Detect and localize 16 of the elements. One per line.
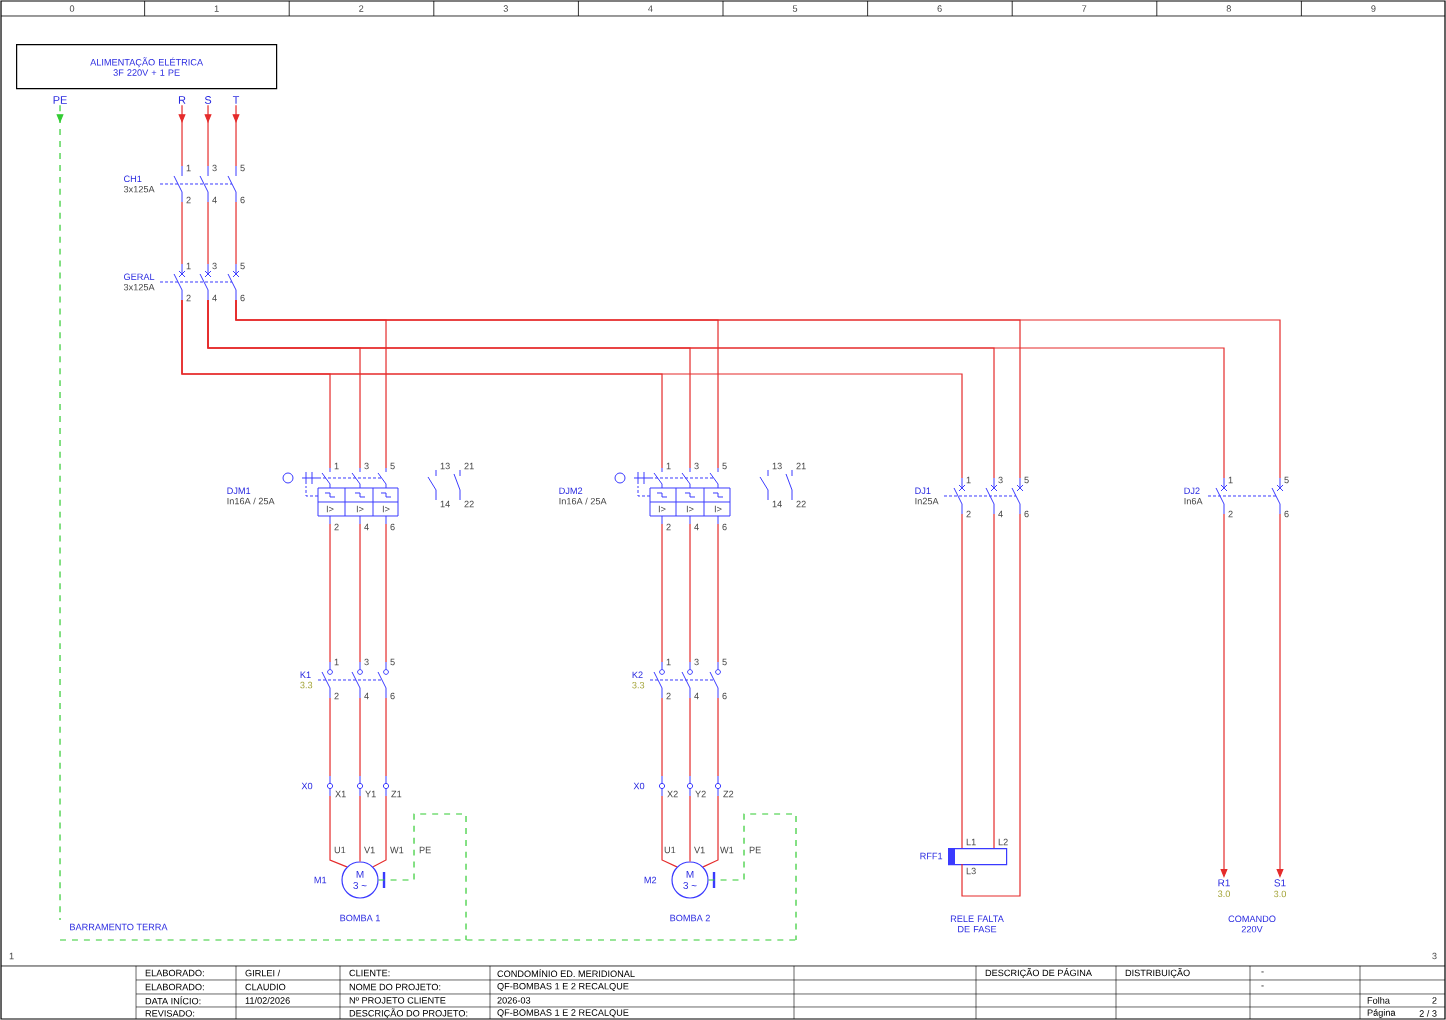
wire bbox=[181, 299, 1021, 479]
wire bbox=[329, 697, 387, 777]
wire bbox=[181, 201, 237, 265]
wire bbox=[661, 697, 719, 777]
wire bbox=[178, 104, 186, 167]
wire bbox=[329, 523, 387, 663]
wire bbox=[329, 795, 387, 868]
earth-wire bbox=[378, 813, 467, 941]
wire bbox=[204, 104, 212, 167]
earth-wire bbox=[708, 813, 797, 941]
wire bbox=[661, 523, 719, 663]
wire bbox=[961, 513, 1021, 897]
wire bbox=[661, 795, 719, 868]
wire bbox=[207, 299, 1281, 479]
wire bbox=[232, 104, 240, 167]
earth-wire bbox=[56, 104, 64, 921]
